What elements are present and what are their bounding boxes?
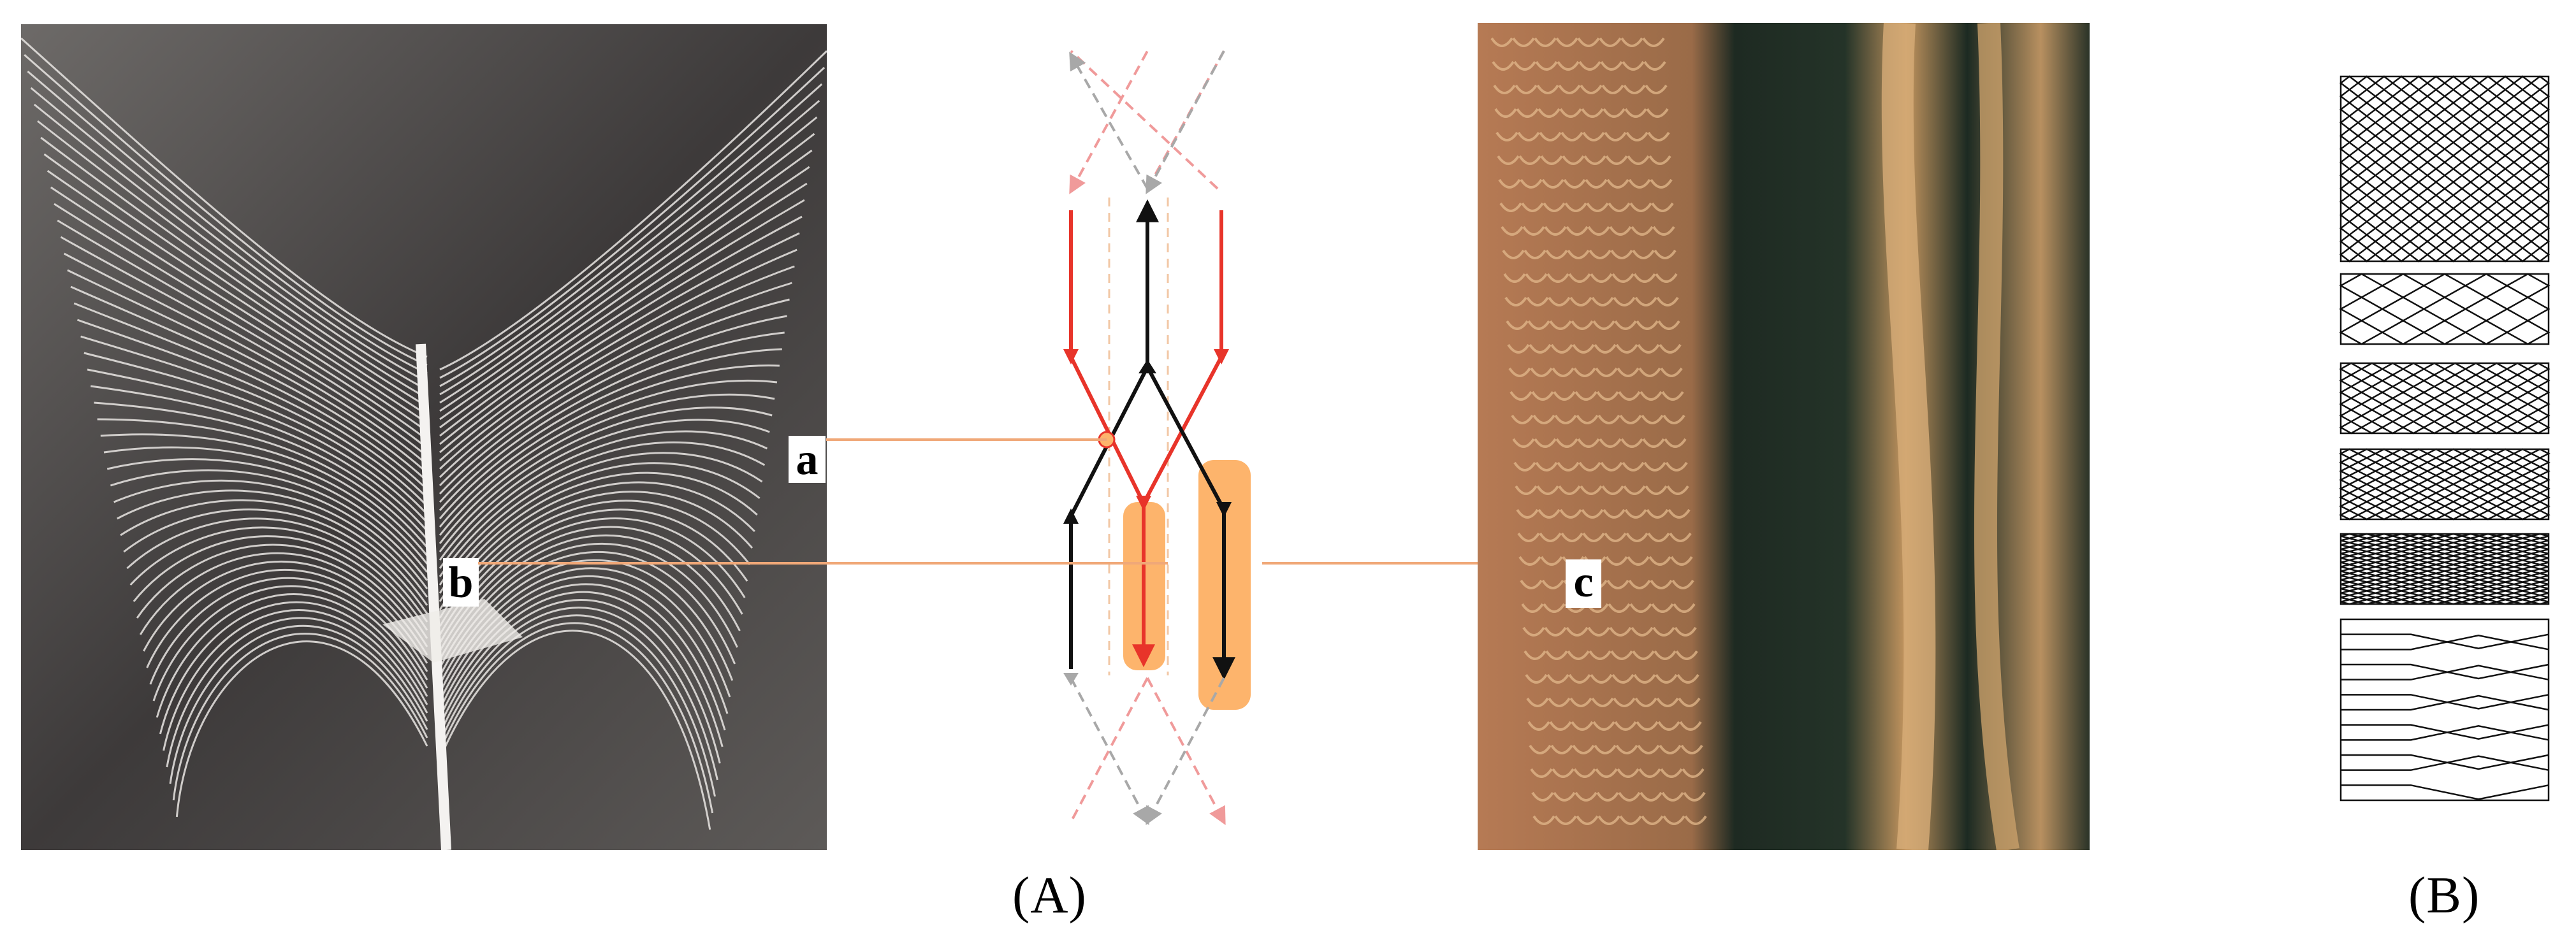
label-b-text: b	[449, 558, 474, 607]
stitch-schematic	[1063, 50, 1251, 825]
arrowhead-icon	[1063, 349, 1079, 364]
pattern-swatches	[2339, 75, 2551, 802]
arrowhead-icon	[1216, 502, 1232, 517]
arrowhead-icon	[1063, 673, 1079, 686]
fiber-photo-left	[21, 24, 827, 850]
dashed-thread-top-3	[1146, 50, 1225, 189]
red-thread-right	[1142, 210, 1223, 505]
dashed-thread-bottom-4	[1146, 677, 1225, 825]
arrowhead-icon	[1214, 349, 1229, 364]
dashed-thread-top-2	[1069, 52, 1149, 189]
dashed-thread-top-5	[1146, 50, 1225, 194]
arrowhead-icon	[1136, 496, 1151, 511]
dashed-thread-bottom-1	[1070, 677, 1149, 825]
label-b: b	[443, 558, 479, 607]
dashed-thread-top-1	[1070, 50, 1219, 190]
dashed-thread-top-4	[1069, 50, 1149, 194]
label-a: a	[789, 435, 826, 484]
caption-a: (A)	[1012, 866, 1087, 924]
arrowhead-icon	[1139, 359, 1156, 373]
dashed-thread-bottom-2	[1070, 677, 1149, 823]
label-a-text: a	[796, 435, 819, 484]
label-c: c	[1566, 558, 1601, 608]
caption-b: (B)	[2408, 866, 2480, 924]
arrowhead-icon	[1063, 508, 1079, 524]
label-c-text: c	[1573, 558, 1593, 607]
red-thread-left	[1069, 210, 1155, 668]
dashed-thread-bottom-3	[1146, 677, 1226, 825]
textile-photo-right	[1478, 23, 2090, 850]
